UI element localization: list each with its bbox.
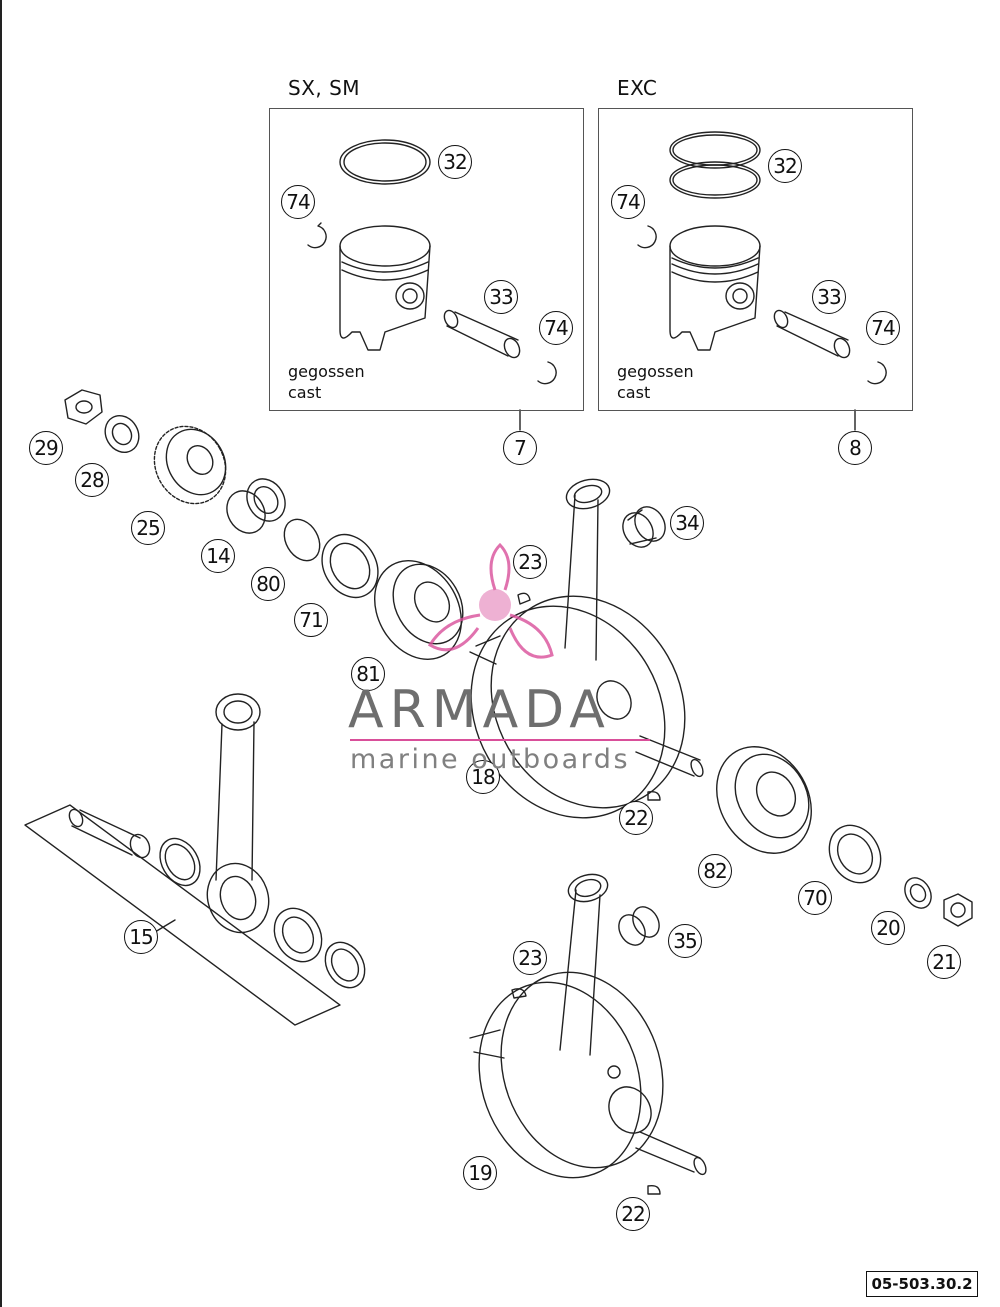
callout-21[interactable]: 21	[927, 945, 961, 979]
needle-bearing-34	[622, 506, 666, 548]
kit-note-line1-sx-sm: gegossen	[288, 362, 365, 381]
callout-81[interactable]: 81	[351, 657, 385, 691]
callout-34[interactable]: 34	[670, 506, 704, 540]
callout-19[interactable]: 19	[463, 1156, 497, 1190]
woodruff-key-22-upper	[647, 790, 661, 801]
callout-20[interactable]: 20	[871, 911, 905, 945]
crankshaft-assembly-19	[469, 873, 707, 1179]
callout-22-lower[interactable]: 22	[616, 1197, 650, 1231]
washer-right	[904, 877, 932, 909]
callout-35[interactable]: 35	[668, 924, 702, 958]
kit-note-line2-sx-sm: cast	[288, 383, 322, 402]
main-bearing-right	[716, 746, 812, 854]
callout-80[interactable]: 80	[251, 567, 285, 601]
spacer-sleeve	[226, 478, 286, 534]
kit-note-line1-exc: gegossen	[617, 362, 694, 381]
piston-cast-exc	[669, 225, 761, 351]
piston-pin-sx	[443, 309, 521, 359]
callout-25[interactable]: 25	[131, 511, 165, 545]
callout-74-sx-upper[interactable]: 74	[281, 185, 315, 219]
watermark-brand: ARMADA	[348, 680, 611, 740]
watermark-tagline: marine outboards	[350, 744, 631, 775]
kit-title-sx-sm: SX, SM	[288, 76, 361, 100]
main-bearing-left	[373, 560, 464, 660]
callout-71[interactable]: 71	[294, 603, 328, 637]
piston-rings-double	[669, 131, 761, 199]
needle-bearing-35	[618, 906, 660, 946]
callout-74-sx-lower[interactable]: 74	[539, 311, 573, 345]
callout-14[interactable]: 14	[201, 539, 235, 573]
woodruff-key-23-lower	[511, 988, 527, 999]
callout-29[interactable]: 29	[29, 431, 63, 465]
woodruff-key-22-lower	[647, 1184, 661, 1195]
piston-ring-single	[339, 139, 431, 185]
callout-22-upper[interactable]: 22	[619, 801, 653, 835]
conrod-kit-15	[24, 693, 366, 1026]
hex-nut-right	[943, 893, 973, 927]
piston-cast-sx	[339, 225, 431, 351]
callout-74-exc-lower[interactable]: 74	[866, 311, 900, 345]
callout-18[interactable]: 18	[466, 760, 500, 794]
kit-title-exc: EXC	[617, 76, 658, 100]
kit-note-line2-exc: cast	[617, 383, 651, 402]
callout-32-exc[interactable]: 32	[768, 149, 802, 183]
callout-74-exc-upper[interactable]: 74	[611, 185, 645, 219]
callout-32-sx[interactable]: 32	[438, 145, 472, 179]
left-border-line	[0, 0, 2, 1307]
callout-33-exc[interactable]: 33	[812, 280, 846, 314]
figure-reference-number: 05-503.30.2	[866, 1271, 978, 1297]
piston-kit-box-exc	[598, 108, 913, 411]
callout-33-sx[interactable]: 33	[484, 280, 518, 314]
callout-15[interactable]: 15	[124, 920, 158, 954]
hex-nut	[64, 389, 103, 425]
shaft-seal-right	[828, 824, 882, 884]
callout-8[interactable]: 8	[838, 431, 872, 465]
piston-kit-box-sx-sm	[269, 108, 584, 411]
shaft-seal-ring	[321, 533, 379, 599]
circlip-lower-right	[537, 361, 557, 385]
lock-washer	[104, 415, 140, 453]
callout-70[interactable]: 70	[798, 881, 832, 915]
callout-23-upper[interactable]: 23	[513, 545, 547, 579]
callout-7[interactable]: 7	[503, 431, 537, 465]
circlip-upper-left	[307, 222, 327, 249]
callout-23-lower[interactable]: 23	[513, 941, 547, 975]
woodruff-key-upper	[517, 592, 531, 605]
callout-82[interactable]: 82	[698, 854, 732, 888]
primary-gear	[153, 425, 227, 505]
o-ring	[283, 518, 321, 562]
armada-logo-emblem	[427, 542, 554, 659]
callout-28[interactable]: 28	[75, 463, 109, 497]
circlip-lower-right-exc	[867, 361, 887, 385]
circlip-upper-left-exc	[637, 225, 657, 249]
piston-pin-exc	[773, 309, 851, 359]
watermark-divider	[350, 739, 650, 741]
